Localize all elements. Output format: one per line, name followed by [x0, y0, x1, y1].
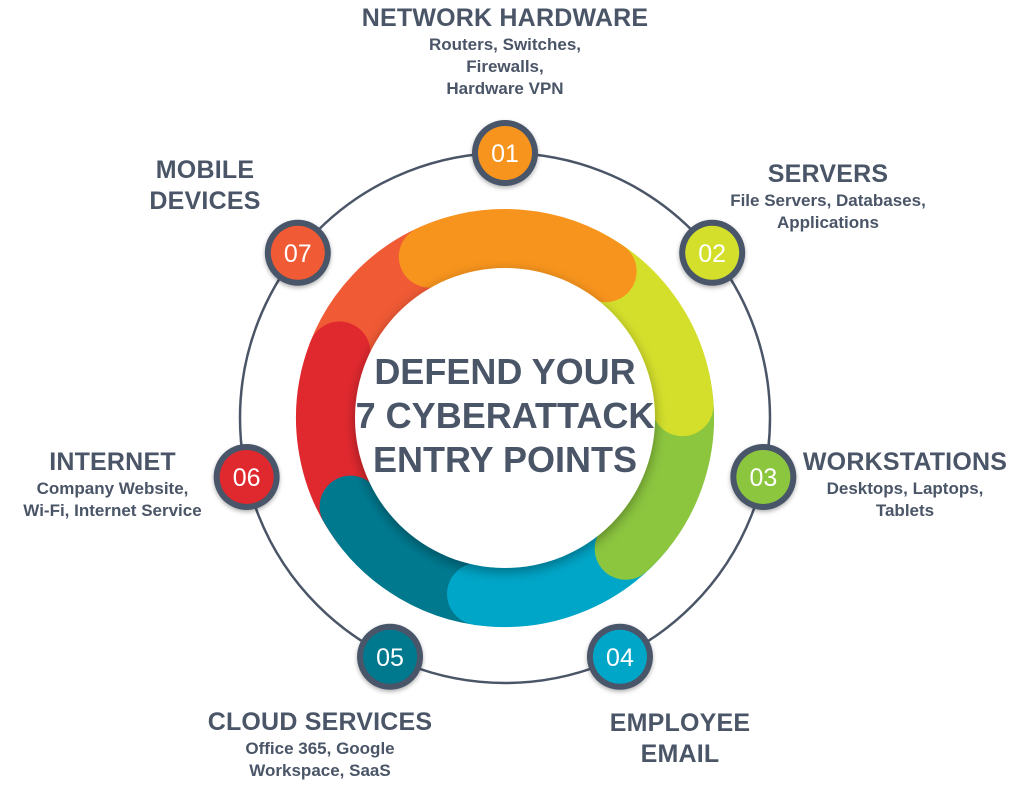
- desc-line: Company Website,: [36, 479, 189, 498]
- entry-point-description: File Servers, Databases, Applications: [708, 190, 948, 234]
- center-title-line-2: 7 CYBERATTACK: [356, 395, 655, 436]
- entry-point-title: INTERNET: [0, 448, 225, 476]
- entry-point-label-mobile-devices: MOBILE DEVICES: [110, 155, 300, 218]
- entry-point-label-employee-email: EMPLOYEE EMAIL: [565, 708, 795, 771]
- desc-line: Desktops, Laptops,: [826, 479, 984, 498]
- badge-fill: [478, 126, 532, 180]
- number-badge-07: 07: [264, 219, 331, 286]
- badge-number: 05: [376, 644, 404, 672]
- number-badge-02: 02: [679, 219, 746, 286]
- desc-line: Firewalls,: [466, 56, 544, 76]
- title-line: CLOUD SERVICES: [207, 708, 433, 736]
- badge-fill: [363, 629, 418, 684]
- entry-point-label-cloud-services: CLOUD SERVICES Office 365, Google Worksp…: [185, 708, 455, 782]
- title-line: INTERNET: [49, 448, 176, 476]
- desc-line: Tablets: [875, 500, 935, 520]
- badge-fill: [685, 225, 740, 280]
- badge-number: 07: [284, 240, 312, 268]
- ring-segments: [296, 209, 714, 627]
- entry-point-title: SERVERS: [708, 160, 948, 188]
- badge-fill: [270, 225, 325, 280]
- title-line: EMPLOYEE: [609, 709, 751, 737]
- entry-point-label-workstations: WORKSTATIONS Desktops, Laptops, Tablets: [790, 448, 1010, 522]
- number-badge-06: 06: [213, 443, 280, 510]
- number-badge-01: 01: [472, 120, 538, 186]
- badge-fill: [219, 449, 274, 504]
- title-line: WORKSTATIONS: [802, 448, 1008, 476]
- entry-point-title: EMPLOYEE EMAIL: [565, 708, 795, 771]
- number-badge-04: 04: [586, 623, 653, 690]
- center-title-line-1: DEFEND YOUR: [374, 351, 635, 392]
- center-disk: [355, 268, 655, 568]
- entry-point-title: MOBILE DEVICES: [110, 155, 300, 218]
- badge-number: 02: [698, 240, 726, 268]
- badge-fill: [592, 629, 647, 684]
- title-line: MOBILE: [155, 156, 255, 184]
- center-title-line-3: ENTRY POINTS: [373, 439, 637, 480]
- title-line: DEVICES: [149, 187, 261, 216]
- entry-point-title: NETWORK HARDWARE: [350, 4, 660, 32]
- entry-point-title: CLOUD SERVICES: [185, 708, 455, 736]
- badge-number: 01: [491, 140, 519, 168]
- entry-point-description: Routers, Switches, Firewalls, Hardware V…: [350, 34, 660, 99]
- badge-fill: [736, 449, 791, 504]
- title-line: NETWORK HARDWARE: [361, 4, 649, 32]
- entry-point-description: Company Website, Wi-Fi, Internet Service: [0, 478, 225, 522]
- title-line: SERVERS: [767, 160, 889, 188]
- badge-number: 03: [749, 464, 777, 492]
- entry-point-title: WORKSTATIONS: [790, 448, 1010, 476]
- desc-line: Hardware VPN: [446, 78, 564, 98]
- number-badges: 01 02 03 04 05 06 07: [213, 120, 797, 690]
- desc-line: Workspace, SaaS: [249, 760, 391, 780]
- entry-point-label-internet: INTERNET Company Website, Wi-Fi, Interne…: [0, 448, 225, 522]
- desc-line: Applications: [776, 212, 879, 232]
- entry-point-description: Desktops, Laptops, Tablets: [790, 478, 1010, 522]
- desc-line: Office 365, Google: [245, 739, 395, 758]
- desc-line: Routers, Switches,: [428, 35, 582, 54]
- number-badge-05: 05: [357, 623, 424, 690]
- entry-point-label-servers: SERVERS File Servers, Databases, Applica…: [708, 160, 948, 234]
- number-badge-03: 03: [730, 443, 797, 510]
- ring-segment-01: [398, 209, 637, 303]
- badge-number: 06: [233, 464, 261, 492]
- entry-point-description: Office 365, Google Workspace, SaaS: [185, 738, 455, 782]
- entry-point-label-network-hardware: NETWORK HARDWARE Routers, Switches, Fire…: [350, 4, 660, 99]
- badge-number: 04: [606, 644, 634, 672]
- title-line: EMAIL: [640, 740, 720, 769]
- desc-line: Wi-Fi, Internet Service: [23, 500, 202, 520]
- desc-line: File Servers, Databases,: [730, 191, 926, 210]
